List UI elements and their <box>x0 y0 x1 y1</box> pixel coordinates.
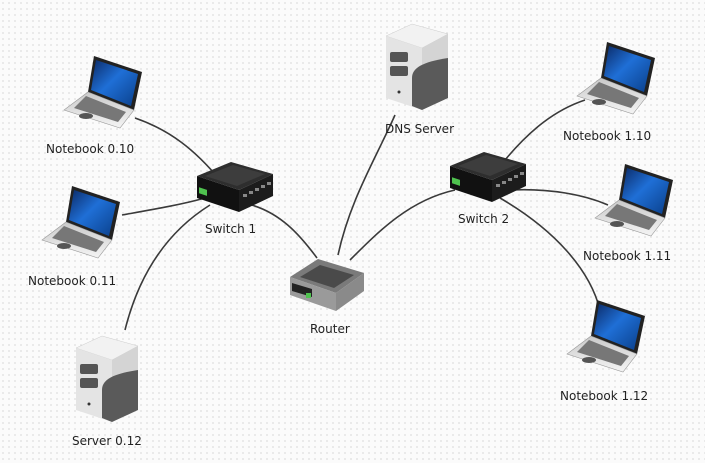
notebook-1-10[interactable] <box>575 38 655 122</box>
notebook-1-11-label: Notebook 1.11 <box>583 249 672 263</box>
link-switch-2-notebook-1-11 <box>509 188 609 206</box>
server-icon <box>385 23 449 110</box>
server-0-12[interactable] <box>72 330 142 429</box>
switch-2[interactable] <box>448 150 528 210</box>
link-dns-router <box>337 114 396 256</box>
laptop-icon <box>41 186 120 259</box>
router[interactable] <box>288 255 368 319</box>
link-server-0-12-switch-1 <box>124 204 211 331</box>
server-icon <box>75 335 139 422</box>
server-0-12-label: Server 0.12 <box>72 434 142 448</box>
switch-icon <box>197 162 273 212</box>
switch-1-label: Switch 1 <box>205 222 257 236</box>
link-router-switch-2 <box>349 189 456 261</box>
notebook-0-11[interactable] <box>40 182 120 266</box>
switch-2-label: Switch 2 <box>458 212 510 226</box>
notebook-1-12-label: Notebook 1.12 <box>560 389 649 403</box>
link-switch-1-router <box>247 203 318 259</box>
notebook-1-10-label: Notebook 1.10 <box>563 129 652 143</box>
switch-icon <box>450 152 526 202</box>
link-switch-2-notebook-1-12 <box>499 197 601 311</box>
notebook-0-10-label: Notebook 0.10 <box>46 142 135 156</box>
notebook-0-10[interactable] <box>62 52 142 136</box>
notebook-0-11-label: Notebook 0.11 <box>28 274 117 288</box>
notebook-1-11[interactable] <box>593 160 673 244</box>
router-label: Router <box>310 322 350 336</box>
link-notebook-0-11-switch-1 <box>121 197 206 216</box>
laptop-icon <box>566 300 645 373</box>
laptop-icon <box>594 164 673 237</box>
dns-server[interactable] <box>382 18 452 117</box>
notebook-1-12[interactable] <box>565 296 645 380</box>
laptop-icon <box>63 56 142 129</box>
laptop-icon <box>576 42 655 115</box>
switch-1[interactable] <box>195 160 275 220</box>
router-icon <box>290 259 364 311</box>
link-switch-2-notebook-1-10 <box>504 99 586 161</box>
dns-server-label: DNS Server <box>385 122 454 136</box>
